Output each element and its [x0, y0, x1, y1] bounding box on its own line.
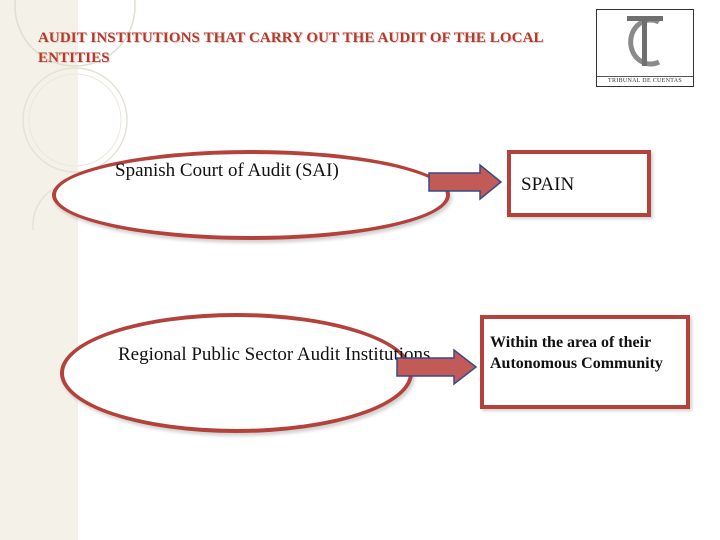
decorative-circles: [14, 0, 136, 230]
tribunal-logo: TRIBUNAL DE CUENTAS: [596, 9, 694, 87]
target-label-2: Within the area of their Autonomous Comm…: [490, 334, 663, 372]
source-label-2: Regional Public Sector Audit Institution…: [118, 344, 431, 365]
tc-monogram-icon: [627, 16, 663, 67]
source-oval-1: [52, 150, 450, 240]
arrow-right-icon: [396, 348, 478, 386]
source-label-1: Spanish Court of Audit (SAI): [115, 160, 339, 181]
source-oval-2: [60, 313, 413, 433]
target-box-2: [480, 315, 690, 409]
target-label-1: SPAIN: [521, 174, 575, 195]
arrow-right-icon: [428, 163, 503, 201]
logo-caption: TRIBUNAL DE CUENTAS: [597, 76, 693, 84]
target-box-1: [507, 150, 651, 217]
sidebar-panel: [0, 0, 78, 540]
slide-title: AUDIT INSTITUTIONS THAT CARRY OUT THE AU…: [38, 30, 543, 66]
